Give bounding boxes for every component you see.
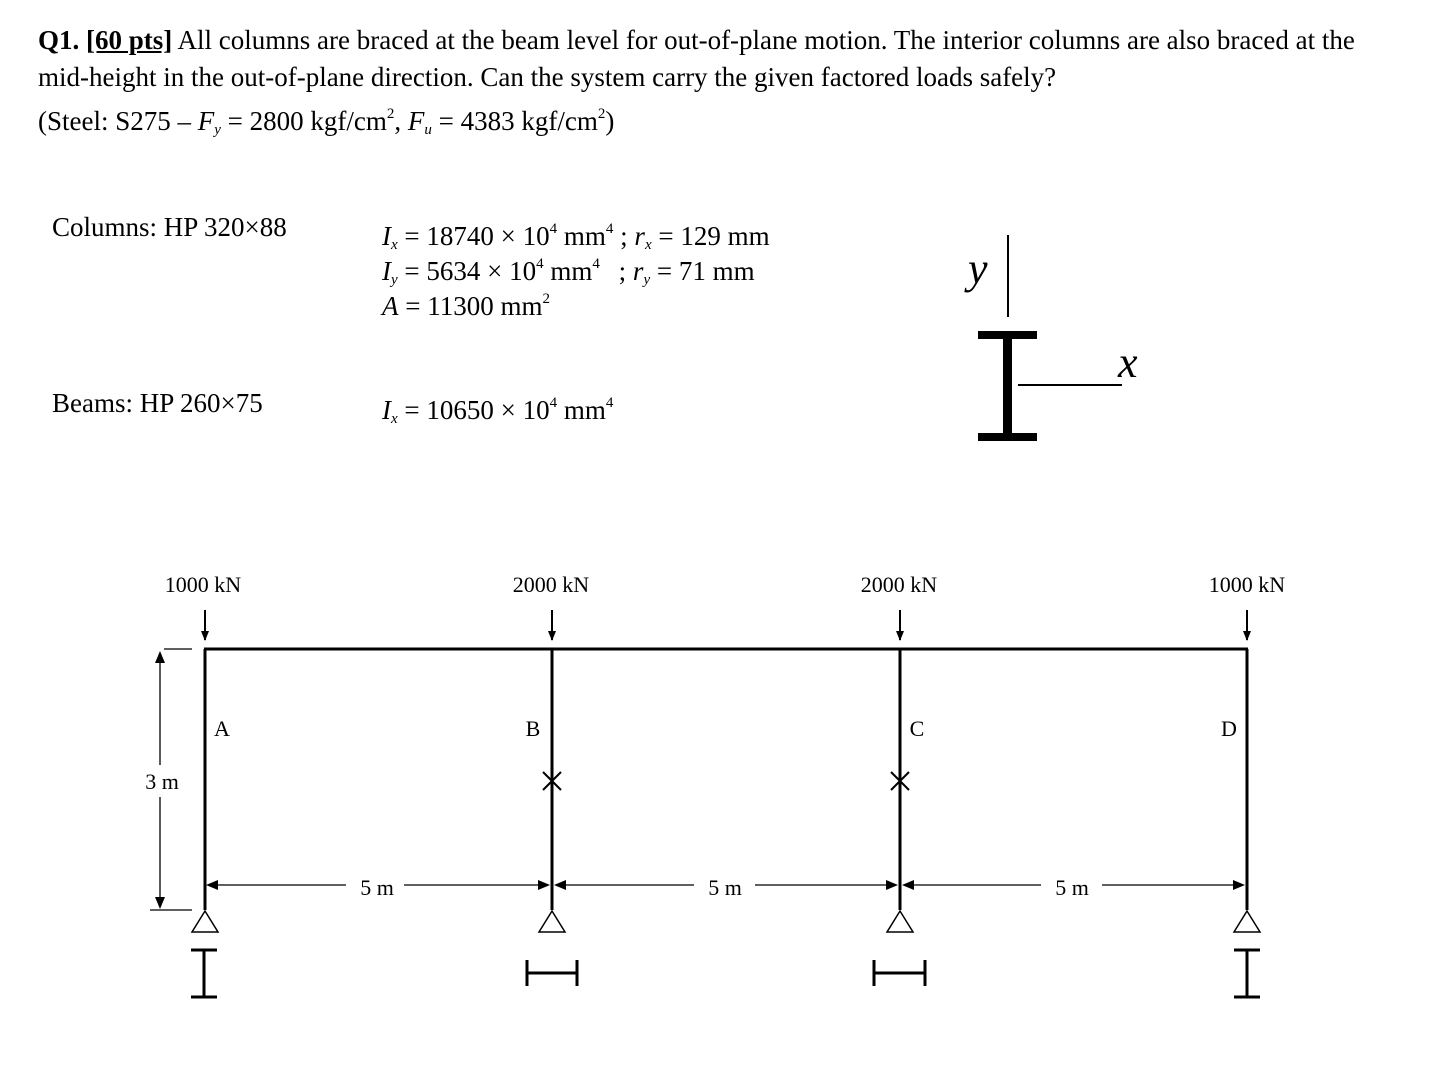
columns-area: A = 11300 mm2 <box>382 291 550 321</box>
column-label-c: C <box>910 716 925 741</box>
i-section-icon <box>978 331 1037 441</box>
question-body: All columns are braced at the beam level… <box>38 25 1355 92</box>
brace-mark-c <box>890 771 910 791</box>
span-label-cd: 5 m <box>1055 875 1089 900</box>
height-label: 3 m <box>145 769 179 794</box>
brace-mark-b <box>542 771 562 791</box>
load-label-a: 1000 kN <box>165 572 242 597</box>
pin-support-a <box>190 909 220 933</box>
span-label-ab: 5 m <box>360 875 394 900</box>
steel-spec: (Steel: S275 – Fy = 2800 kgf/cm2, Fu = 4… <box>38 106 615 138</box>
question-number: Q1. <box>38 25 80 55</box>
span-dimension-bc <box>554 880 898 890</box>
section-orientation-icon-c <box>872 960 927 986</box>
question-text: Q1. [60 pts] All columns are braced at t… <box>38 22 1408 149</box>
span-dimension-cd <box>902 880 1245 890</box>
columns-ix-rx: Ix = 18740 × 104 mm4 ; rx = 129 mm <box>382 221 770 253</box>
column-label-b: B <box>526 716 541 741</box>
section-orientation-icon-a <box>191 948 217 999</box>
y-axis-label: y <box>964 244 988 293</box>
span-dimension-ab <box>206 880 550 890</box>
x-axis-label: x <box>1117 338 1138 387</box>
section-axes-icon: y x <box>964 235 1138 441</box>
pin-support-c <box>885 909 915 933</box>
beams-ix: Ix = 10650 × 104 mm4 <box>382 395 614 427</box>
height-dimension <box>150 648 192 911</box>
pin-support-d <box>1232 909 1262 933</box>
column-label-a: A <box>214 716 230 741</box>
pin-support-b <box>537 909 567 933</box>
load-label-b: 2000 kN <box>513 572 590 597</box>
frame-diagram: 1000 kN 2000 kN 2000 kN 1000 kN A B C D … <box>145 572 1286 999</box>
load-label-c: 2000 kN <box>861 572 938 597</box>
section-orientation-icon-b <box>525 960 579 986</box>
load-label-d: 1000 kN <box>1209 572 1286 597</box>
beams-label: Beams: HP 260×75 <box>52 388 263 418</box>
question-points: [60 pts] <box>86 25 173 55</box>
columns-iy-ry: Iy = 5634 × 104 mm4 ; ry = 71 mm <box>382 256 755 288</box>
section-orientation-icon-d <box>1234 948 1260 999</box>
columns-label: Columns: HP 320×88 <box>52 212 287 242</box>
span-label-bc: 5 m <box>708 875 742 900</box>
column-label-d: D <box>1221 716 1237 741</box>
